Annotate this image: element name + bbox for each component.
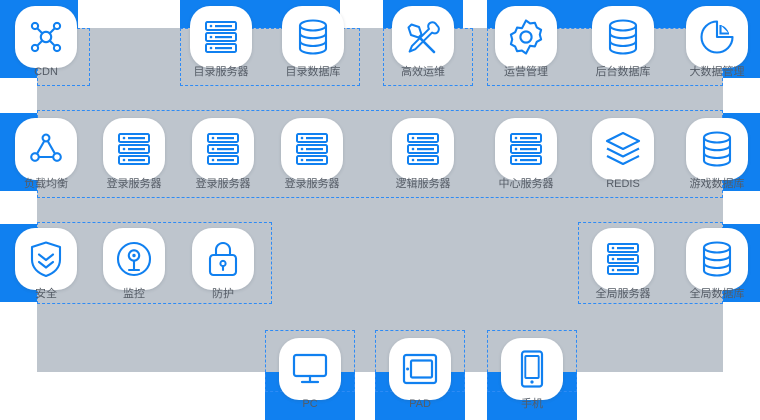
tile-label: 后台数据库 xyxy=(595,66,651,78)
tile-label: 登录服务器 xyxy=(106,178,162,190)
icon-tile-server-rack[interactable] xyxy=(190,6,252,68)
database-cylinder-icon xyxy=(698,129,736,169)
tools-wrench-screwdriver-icon xyxy=(403,17,443,57)
icon-tile-pie-chart[interactable] xyxy=(686,6,748,68)
tile-label: 全局服务器 xyxy=(595,288,651,300)
server-rack-icon xyxy=(292,130,332,168)
tile-label: REDIS xyxy=(606,178,640,190)
desktop-monitor-icon xyxy=(290,350,330,388)
icon-tile-server-rack[interactable] xyxy=(281,118,343,180)
tablet-icon xyxy=(400,351,440,387)
stacked-layers-icon xyxy=(603,130,643,168)
tile-label: 目录服务器 xyxy=(193,66,249,78)
icon-tile-server-rack[interactable] xyxy=(392,118,454,180)
pie-chart-icon xyxy=(697,17,737,57)
lock-icon xyxy=(205,239,241,279)
tile-label: PC xyxy=(302,398,318,410)
tile-label: 中心服务器 xyxy=(498,178,554,190)
tile-label: 大数据管理 xyxy=(689,66,745,78)
icon-tile-gear-settings[interactable] xyxy=(495,6,557,68)
monitor-camera-icon xyxy=(114,239,154,279)
icon-tile-load-balancer[interactable] xyxy=(15,118,77,180)
tile-label: 负载均衡 xyxy=(24,178,68,190)
icon-tile-monitor-camera[interactable] xyxy=(103,228,165,290)
icon-tile-cdn-network[interactable] xyxy=(15,6,77,68)
server-rack-icon xyxy=(506,130,546,168)
cdn-network-icon xyxy=(26,17,66,57)
icon-tile-server-rack[interactable] xyxy=(192,118,254,180)
tile-label: 全局数据库 xyxy=(689,288,745,300)
tile-label: 游戏数据库 xyxy=(689,178,745,190)
gear-settings-icon xyxy=(506,17,546,57)
icon-tile-database-cylinder[interactable] xyxy=(592,6,654,68)
database-cylinder-icon xyxy=(698,239,736,279)
tile-label: 安全 xyxy=(35,288,57,300)
tile-label: CDN xyxy=(34,66,58,78)
icon-tile-tablet[interactable] xyxy=(389,338,451,400)
icon-tile-stacked-layers[interactable] xyxy=(592,118,654,180)
icon-tile-server-rack[interactable] xyxy=(592,228,654,290)
database-cylinder-icon xyxy=(294,17,332,57)
icon-tile-server-rack[interactable] xyxy=(103,118,165,180)
server-rack-icon xyxy=(403,130,443,168)
server-rack-icon xyxy=(201,18,241,56)
tile-label: 运营管理 xyxy=(504,66,548,78)
icon-tile-lock[interactable] xyxy=(192,228,254,290)
icon-tile-database-cylinder[interactable] xyxy=(282,6,344,68)
server-rack-icon xyxy=(203,130,243,168)
icon-tile-mobile-phone[interactable] xyxy=(501,338,563,400)
icon-tile-database-cylinder[interactable] xyxy=(686,118,748,180)
load-balancer-icon xyxy=(26,129,66,169)
server-rack-icon xyxy=(114,130,154,168)
tile-label: 手机 xyxy=(521,398,543,410)
tile-label: 登录服务器 xyxy=(195,178,251,190)
tile-label: 高效运维 xyxy=(401,66,445,78)
icon-tile-shield-check[interactable] xyxy=(15,228,77,290)
server-rack-icon xyxy=(603,240,643,278)
tile-label: PAD xyxy=(409,398,431,410)
icon-tile-desktop-monitor[interactable] xyxy=(279,338,341,400)
tile-label: 监控 xyxy=(123,288,145,300)
icon-tile-tools-wrench-screwdriver[interactable] xyxy=(392,6,454,68)
icon-tile-database-cylinder[interactable] xyxy=(686,228,748,290)
database-cylinder-icon xyxy=(604,17,642,57)
shield-check-icon xyxy=(27,239,65,279)
group-box-directory xyxy=(180,28,360,86)
mobile-phone-icon xyxy=(517,349,547,389)
tile-label: 逻辑服务器 xyxy=(395,178,451,190)
tile-label: 防护 xyxy=(212,288,234,300)
icon-tile-server-rack[interactable] xyxy=(495,118,557,180)
tile-label: 登录服务器 xyxy=(284,178,340,190)
tile-label: 目录数据库 xyxy=(285,66,341,78)
